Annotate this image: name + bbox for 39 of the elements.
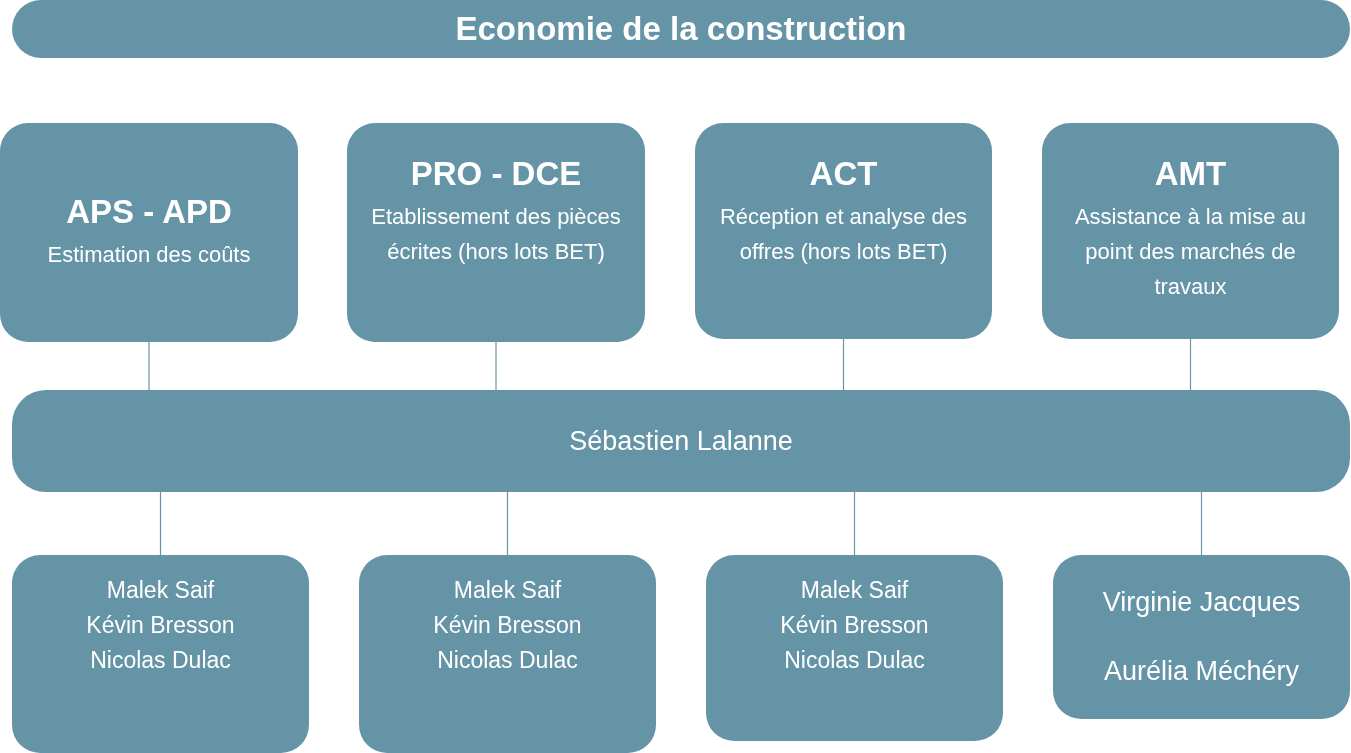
- phase-description: Réception et analyse des offres (hors lots BET): [718, 203, 969, 266]
- person-name: Virginie Jacques: [1102, 586, 1301, 619]
- person-name: Kévin Bresson: [86, 611, 235, 640]
- phase-box: [347, 123, 645, 342]
- connector-line: [1189, 338, 1192, 391]
- phase-heading: AMT: [1154, 155, 1227, 193]
- connector-line: [1200, 491, 1203, 556]
- connector-line: [853, 491, 856, 556]
- connector-line: [148, 341, 150, 391]
- phase-box: [695, 123, 992, 339]
- person-name: Nicolas Dulac: [784, 646, 925, 675]
- person-name: Nicolas Dulac: [437, 646, 578, 675]
- connector-line: [842, 338, 845, 391]
- phase-description: Assistance à la mise au point des marchés de travaux: [1073, 203, 1308, 301]
- manager-banner: [12, 390, 1350, 492]
- phase-heading: ACT: [809, 155, 878, 193]
- title-banner: [12, 0, 1350, 58]
- title-text: Economie de la construction: [455, 10, 907, 48]
- team-box: [1053, 555, 1350, 719]
- person-name: Malek Saif: [453, 576, 562, 605]
- person-name: Nicolas Dulac: [90, 646, 231, 675]
- phase-heading: PRO - DCE: [410, 155, 582, 193]
- team-box: [706, 555, 1003, 741]
- phase-box: [0, 123, 298, 342]
- person-name: Aurélia Méchéry: [1103, 655, 1300, 688]
- connector-line: [506, 491, 509, 556]
- phase-heading: APS - APD: [66, 193, 232, 231]
- person-name: Malek Saif: [106, 576, 215, 605]
- person-name: Sébastien Lalanne: [569, 425, 793, 457]
- phase-box: [1042, 123, 1339, 339]
- team-box: [12, 555, 309, 753]
- person-name: Kévin Bresson: [433, 611, 582, 640]
- connector-line: [495, 341, 497, 391]
- person-name: Kévin Bresson: [780, 611, 929, 640]
- team-box: [359, 555, 656, 753]
- person-name: Malek Saif: [800, 576, 909, 605]
- phase-description: Estimation des coûts: [47, 241, 251, 269]
- connector-line: [159, 491, 162, 556]
- phase-description: Etablissement des pièces écrites (hors lots BET): [370, 203, 622, 266]
